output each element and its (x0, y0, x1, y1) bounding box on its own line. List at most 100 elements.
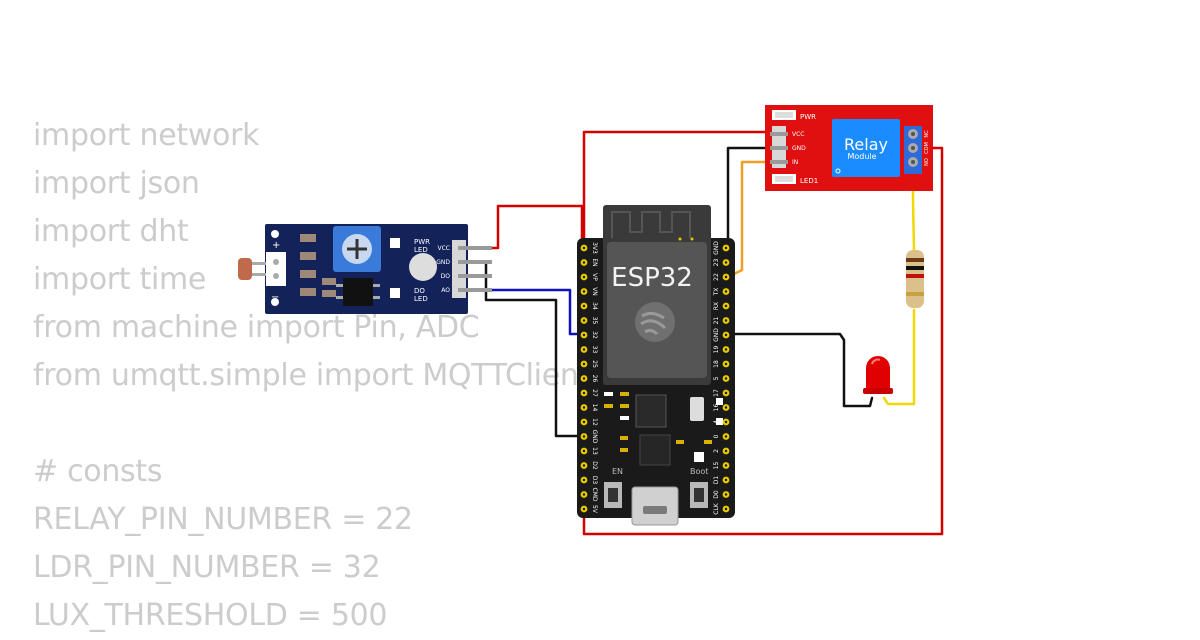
esp32-pin-label: 16 (713, 404, 720, 412)
ldr-pin-label: AO (441, 287, 450, 294)
esp32-pin-label: D0 (713, 490, 720, 499)
boot-button[interactable] (690, 482, 708, 508)
ldr-pin-label: VCC (438, 245, 450, 252)
comparator-chip (343, 278, 373, 306)
wire-ldr-vcc (488, 204, 584, 250)
relay-block: Relay Module (832, 119, 900, 177)
red-led (863, 356, 893, 394)
relay-output-label: COM (924, 142, 930, 154)
esp32-pin-label: GND (591, 430, 598, 444)
esp32-pin-label: 22 (713, 273, 720, 281)
code-line: LDR_PIN_NUMBER = 32 (33, 550, 381, 585)
wire-led-gnd (722, 332, 874, 408)
esp32-pin-label: 13 (591, 447, 598, 455)
code-line: import json (33, 166, 200, 201)
esp32-pin-label: 4 (713, 420, 720, 424)
ldr-minus-label: − (271, 292, 279, 303)
potentiometer-knob[interactable] (333, 226, 381, 272)
esp32-pin-label: 3V3 (591, 242, 598, 254)
photoresistor (238, 258, 266, 280)
esp32-pin-label: 21 (713, 317, 720, 325)
ldr-pin[interactable] (458, 246, 492, 250)
pwr-led-label-2: LED (414, 246, 428, 254)
esp32-pin-label: RX (713, 302, 720, 310)
esp32-pin-label: 27 (591, 389, 598, 397)
code-line: from machine import Pin, ADC (33, 310, 480, 345)
esp32-pin-label: D3 (591, 476, 598, 485)
esp32-pin-label: 5V (591, 505, 598, 514)
wire-ldr-gnd (476, 260, 584, 438)
esp32-left-header: 3V3ENVPVN343532332526271412GND13D2D3CMD5… (580, 242, 598, 514)
esp32-pin-label: 18 (713, 360, 720, 368)
esp32-pin-label: EN (591, 258, 598, 266)
relay-pin[interactable] (770, 160, 788, 164)
ldr-pin[interactable] (458, 288, 492, 292)
esp32-pin-label: 19 (713, 346, 720, 354)
esp32-pin-label: 15 (713, 462, 720, 470)
wire-relay-no (582, 146, 944, 536)
relay-pin-label: VCC (792, 131, 804, 138)
relay-output-labels: NO COM NC (924, 130, 930, 166)
code-line: import dht (33, 214, 189, 249)
esp32-pin-label: 25 (591, 360, 598, 368)
relay-title: Relay (844, 135, 888, 154)
relay-pin[interactable] (770, 146, 788, 150)
esp32-label: ESP32 (611, 263, 693, 293)
esp32-pin-label: 12 (591, 418, 598, 426)
resistor-band-3 (906, 274, 924, 278)
relay-led-label: LED1 (800, 177, 818, 185)
esp32-pin-label: D1 (713, 476, 720, 485)
ldr-header (452, 240, 466, 298)
ldr-pin-label: GND (436, 259, 450, 266)
esp32-pin-label: GND (713, 328, 720, 342)
relay-pin[interactable] (770, 132, 788, 136)
relay-subtitle: Module (847, 152, 876, 161)
code-line: RELAY_PIN_NUMBER = 22 (33, 502, 413, 537)
resistor (906, 250, 924, 308)
ldr-pin[interactable] (458, 260, 492, 264)
relay-output-label: NO (924, 158, 930, 166)
ldr-socket (266, 252, 286, 286)
wire-resistor-led (882, 308, 916, 406)
esp32-pin-label: CMD (591, 488, 598, 502)
esp32-pin-label: 0 (713, 434, 720, 438)
usb-chip (639, 434, 671, 466)
do-led-label-1: DO (414, 287, 425, 295)
micro-usb-port (631, 486, 679, 526)
code-listing: import network import json import dht impor… (33, 112, 590, 640)
pwr-led-label-1: PWR (414, 238, 430, 246)
esp32-pin-label: 34 (591, 302, 598, 310)
esp32-pin-label: 17 (713, 389, 720, 397)
resistor-band-4 (906, 292, 924, 296)
relay-terminal-block (904, 126, 922, 174)
en-button[interactable] (604, 482, 622, 508)
esp32-pin-label: 35 (591, 317, 598, 325)
esp32-pin-label: D2 (591, 461, 598, 470)
esp32-pin-label: 2 (713, 449, 720, 453)
esp32-board: ESP32 EN Boot (577, 205, 735, 526)
code-line: import network (33, 118, 260, 153)
esp32-pin-label: GND (713, 241, 720, 255)
relay-output-label: NC (924, 130, 930, 138)
relay-pwr-label: PWR (800, 113, 816, 121)
esp32-pin-label: TX (713, 288, 720, 297)
regulator-chip (635, 394, 667, 428)
ldr-pin[interactable] (458, 274, 492, 278)
ldr-pin-label: DO (441, 273, 451, 280)
esp32-pin-label: VP (591, 273, 598, 281)
wire-relay-vcc (582, 130, 774, 246)
code-line: import time (33, 262, 207, 297)
pwr-led (409, 253, 437, 281)
boot-label: Boot (690, 467, 708, 476)
antenna-trace (611, 211, 691, 238)
esp32-pin-label: VN (591, 287, 598, 296)
esp32-pin-label: 33 (591, 346, 598, 354)
resistor-band-2 (906, 266, 924, 270)
esp32-pin-label: 5 (713, 376, 720, 380)
esp32-pin-label: CLK (713, 502, 720, 515)
